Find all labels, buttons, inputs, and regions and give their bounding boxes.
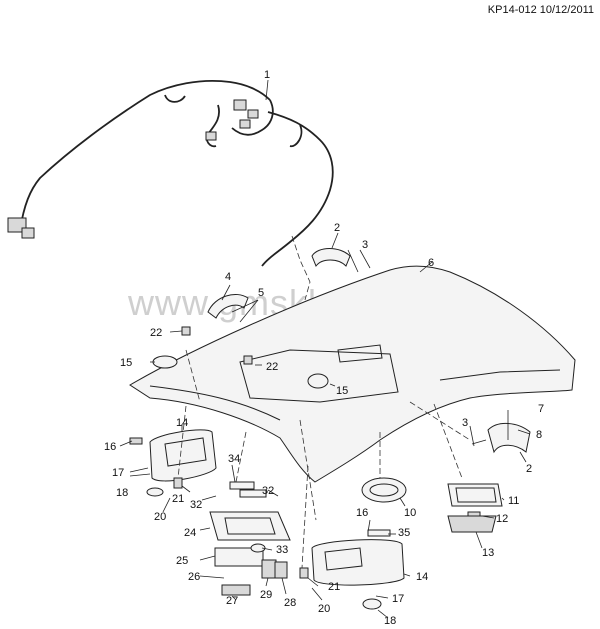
- callout-15-left: 15: [120, 357, 132, 369]
- callout-24: 24: [184, 527, 196, 539]
- callout-20-right: 20: [318, 603, 330, 615]
- callout-20-left: 20: [154, 511, 166, 523]
- left-visor-hardware: [119, 437, 191, 513]
- callout-5: 5: [258, 287, 264, 299]
- callout-26: 26: [188, 571, 200, 583]
- callout-6: 6: [428, 257, 434, 269]
- callout-28: 28: [284, 597, 296, 609]
- callout-17-right: 17: [392, 593, 404, 605]
- rear-reading-lamp: [447, 483, 505, 549]
- left-sun-visor: [149, 424, 217, 482]
- alignment-lines: [177, 235, 471, 569]
- callout-15-center: 15: [336, 385, 348, 397]
- callout-14-right: 14: [416, 571, 428, 583]
- wiring-harness: [7, 79, 334, 267]
- callout-16-right: 16: [356, 507, 368, 519]
- callout-2-right: 2: [526, 463, 532, 475]
- callout-22-left: 22: [150, 327, 162, 339]
- callout-16-left: 16: [104, 441, 116, 453]
- callout-22-center: 22: [266, 361, 278, 373]
- right-assist-handle: [469, 410, 531, 463]
- callout-11: 11: [508, 495, 519, 507]
- callout-13: 13: [482, 547, 494, 559]
- callout-32-left: 32: [190, 499, 202, 511]
- callout-3: 3: [362, 239, 368, 251]
- callout-18-right: 18: [384, 615, 396, 627]
- upper-assist-handles: [207, 232, 371, 323]
- overhead-console: [199, 464, 291, 601]
- callout-4: 4: [225, 271, 231, 283]
- callout-21-left: 21: [172, 493, 184, 505]
- callout-34: 34: [228, 453, 240, 465]
- callout-1: 1: [264, 69, 270, 81]
- callout-17-left: 17: [112, 467, 124, 479]
- callout-25: 25: [176, 555, 188, 567]
- callout-labels: 1 2 3 4 5 6 7 8 3 2 22 15 22 15 14 16 17…: [104, 69, 544, 627]
- callout-2: 2: [334, 222, 340, 234]
- right-sun-visor: [311, 539, 411, 586]
- right-visor-hardware: [299, 519, 396, 619]
- callout-3-right: 3: [462, 417, 468, 429]
- callout-10: 10: [404, 507, 416, 519]
- callout-33: 33: [276, 544, 288, 556]
- callout-21-right: 21: [328, 581, 340, 593]
- callout-14-left: 14: [176, 417, 188, 429]
- callout-7: 7: [538, 403, 544, 415]
- callout-32-right: 32: [262, 485, 274, 497]
- callout-29: 29: [260, 589, 272, 601]
- document-id-date: KP14-012 10/12/2011: [487, 4, 594, 16]
- callout-8: 8: [536, 429, 542, 441]
- clips-and-retainers: [150, 326, 336, 389]
- callout-18-left: 18: [116, 487, 128, 499]
- callout-12: 12: [496, 513, 508, 525]
- headliner-panel: [129, 261, 576, 483]
- callout-35: 35: [398, 527, 410, 539]
- dome-lamp: [361, 477, 407, 507]
- callout-27: 27: [226, 595, 238, 607]
